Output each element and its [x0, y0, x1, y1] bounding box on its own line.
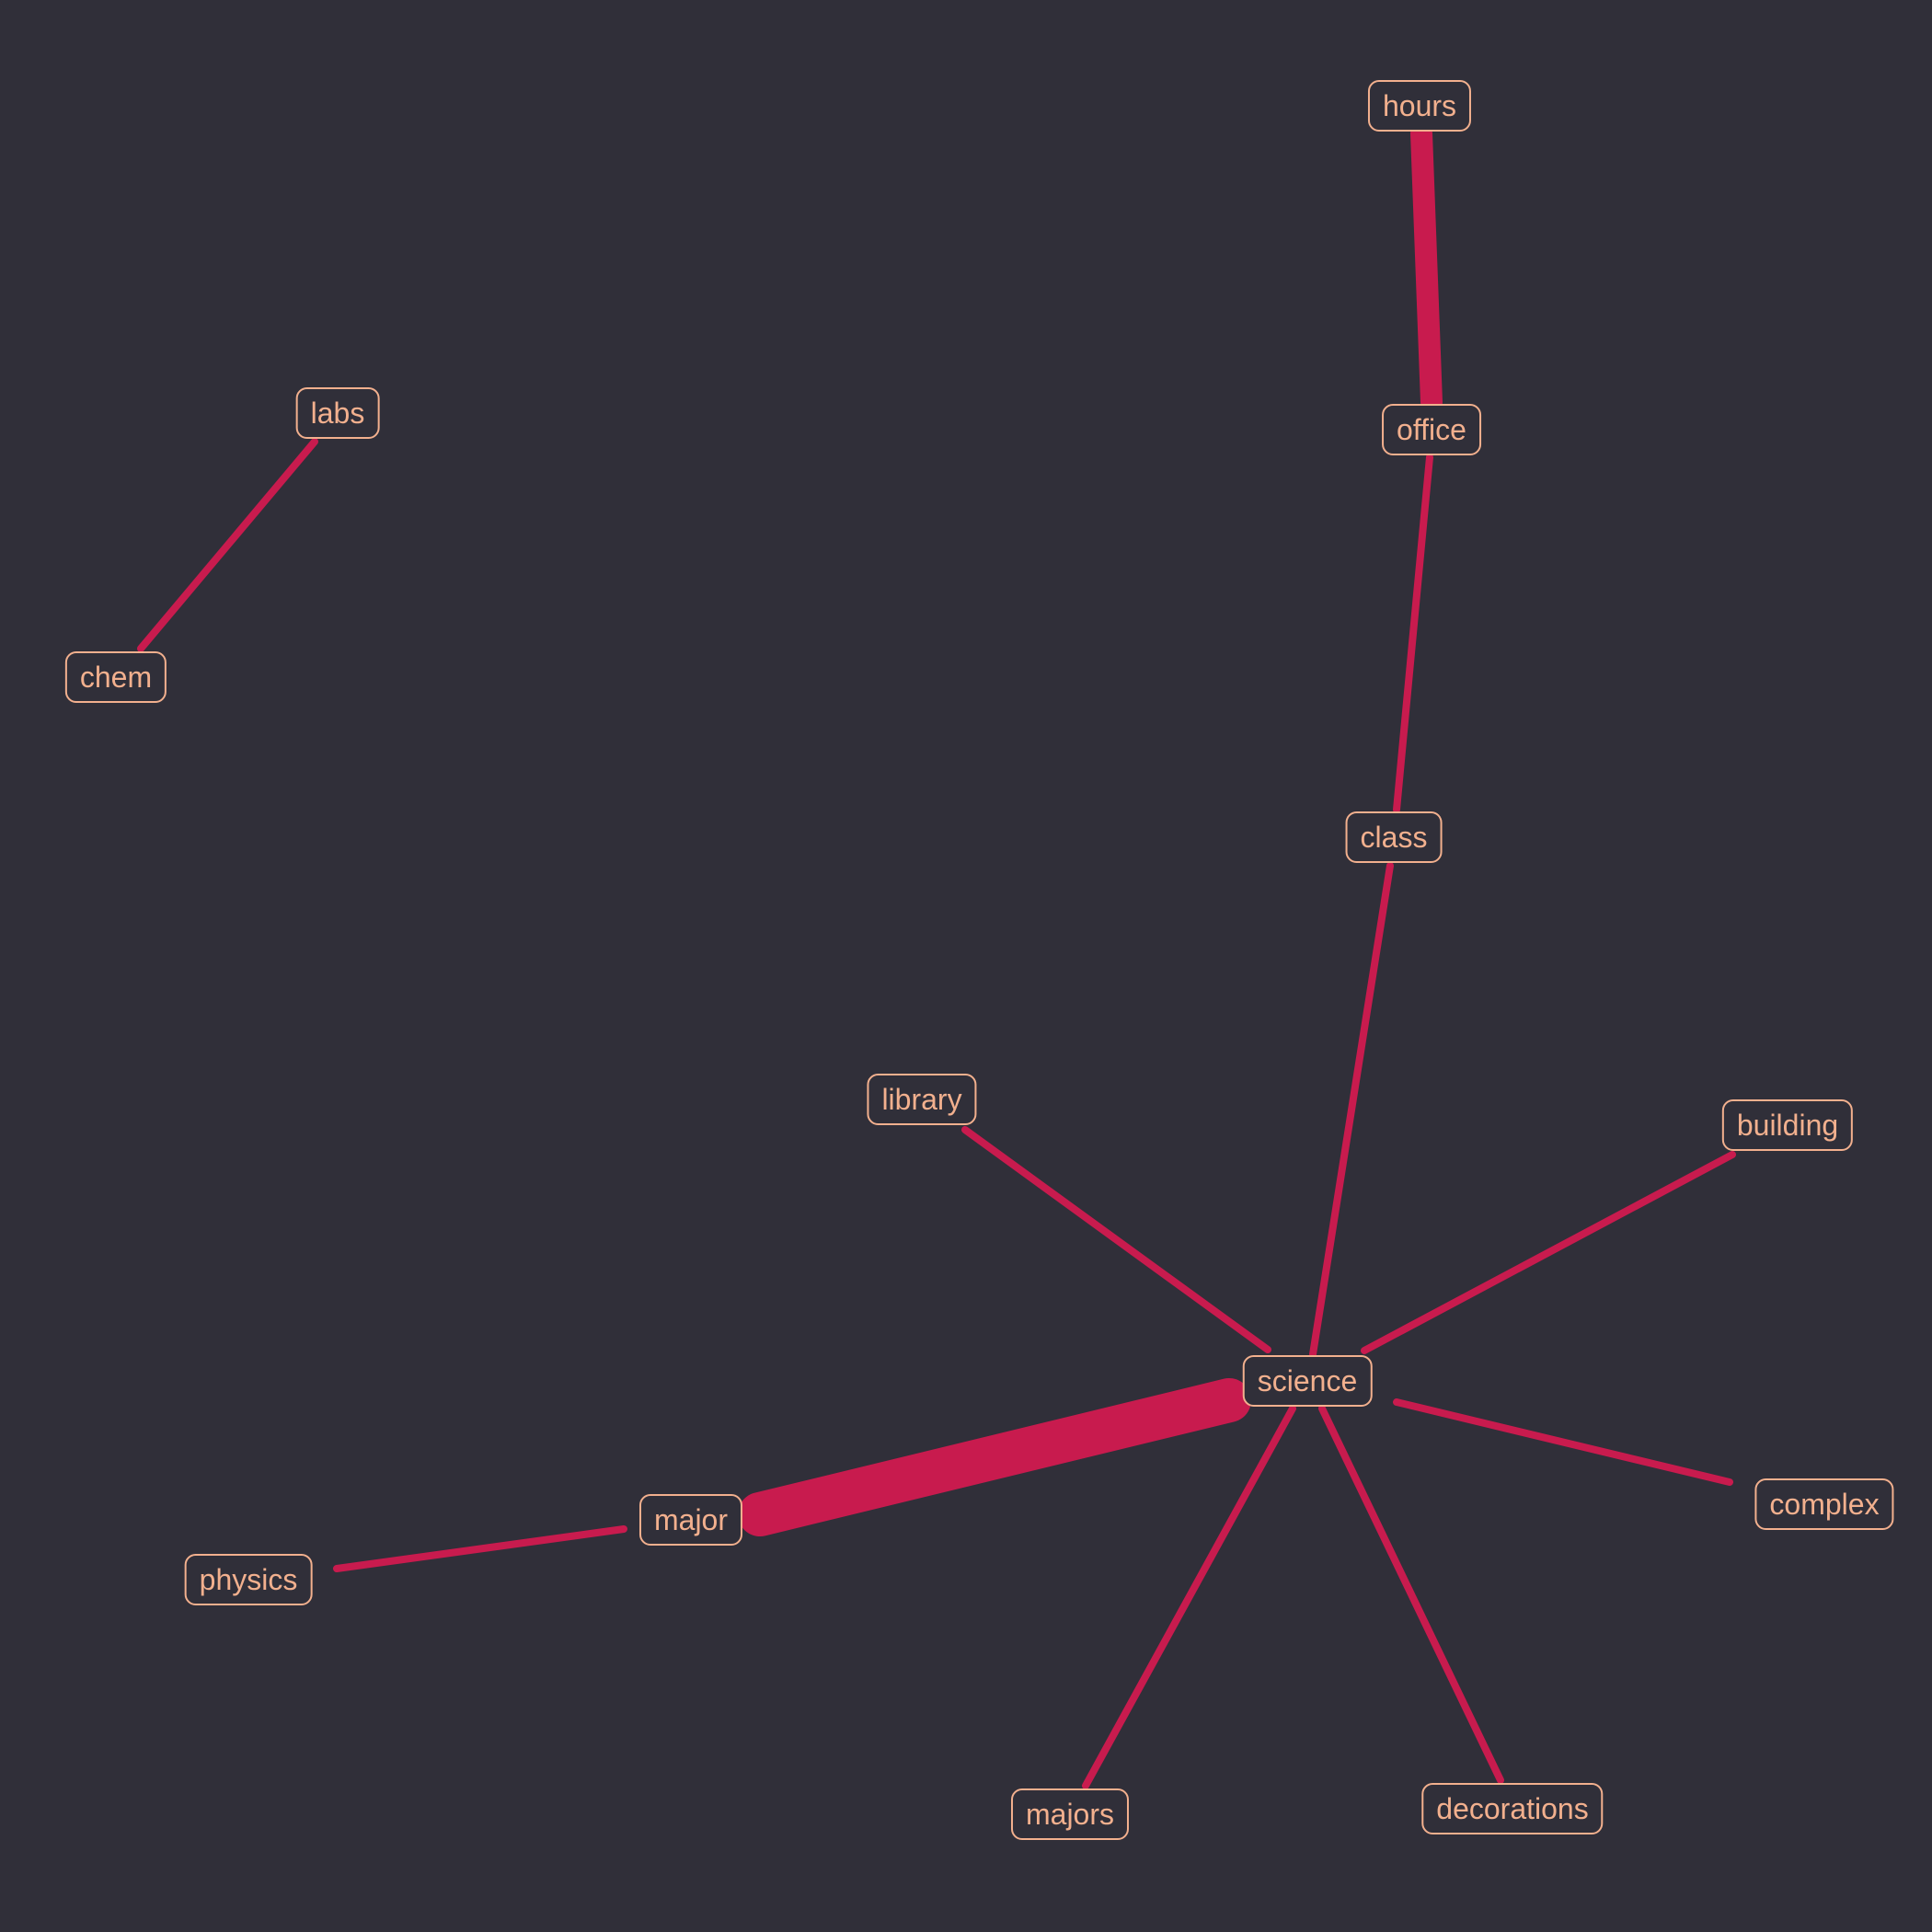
edge-science-decorations	[1318, 1405, 1504, 1784]
node-physics[interactable]: physics	[184, 1554, 313, 1605]
node-complex[interactable]: complex	[1754, 1478, 1894, 1530]
edge-class-science	[1309, 862, 1394, 1358]
edge-major-physics	[333, 1525, 627, 1572]
edge-building-science	[1361, 1151, 1736, 1354]
edge-science-complex	[1393, 1398, 1733, 1486]
edge-science-majors	[1082, 1405, 1296, 1789]
node-building[interactable]: building	[1721, 1099, 1854, 1151]
node-majors[interactable]: majors	[1010, 1788, 1130, 1840]
edge-science-major	[738, 1378, 1251, 1536]
edge-hours-office	[1410, 122, 1443, 413]
node-chem[interactable]: chem	[64, 651, 167, 703]
edge-office-class	[1393, 454, 1433, 813]
node-class[interactable]: class	[1345, 811, 1443, 863]
node-hours[interactable]: hours	[1367, 80, 1472, 132]
node-science[interactable]: science	[1242, 1355, 1373, 1407]
edge-labs-chem	[137, 438, 318, 652]
node-decorations[interactable]: decorations	[1421, 1783, 1604, 1834]
node-major[interactable]: major	[638, 1494, 743, 1546]
node-library[interactable]: library	[867, 1074, 977, 1125]
node-labs[interactable]: labs	[295, 387, 380, 439]
edge-library-science	[961, 1126, 1271, 1353]
node-office[interactable]: office	[1382, 404, 1481, 455]
